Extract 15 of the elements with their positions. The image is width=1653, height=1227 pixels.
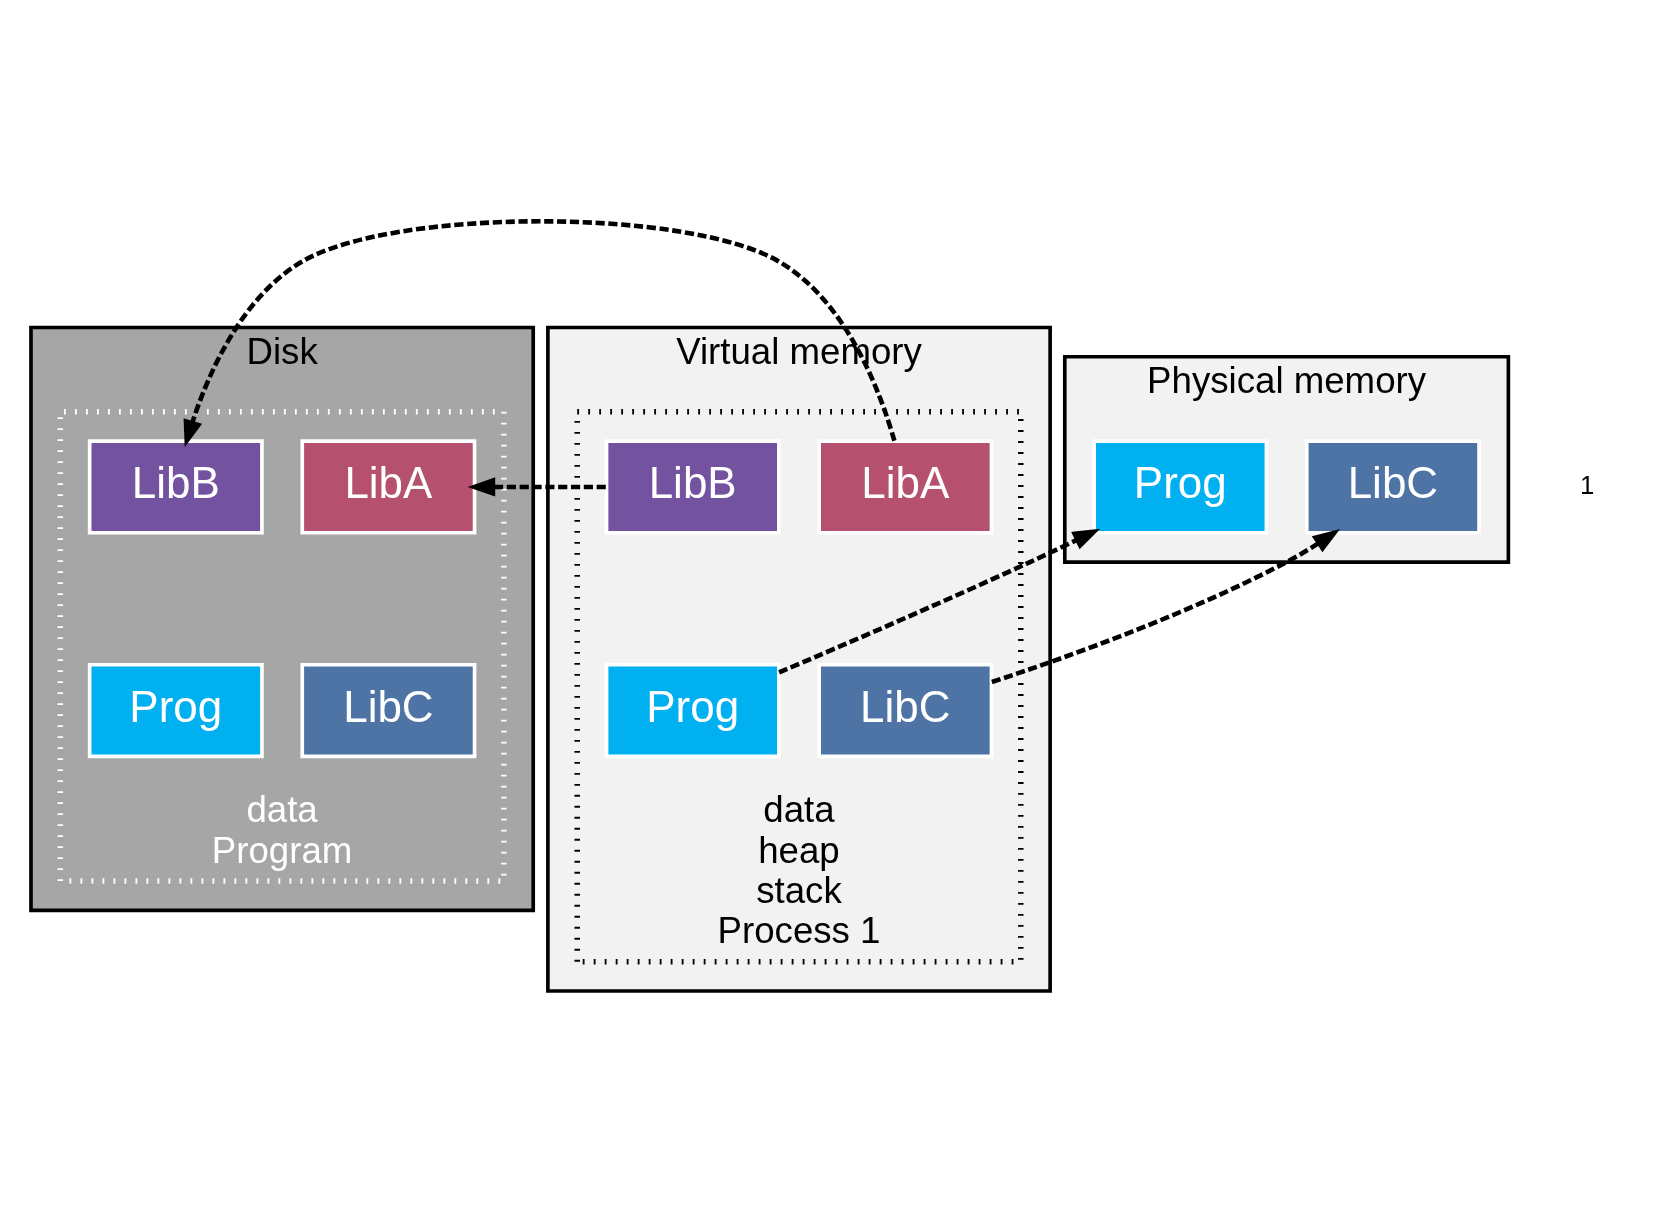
node-box: LibC: [1304, 439, 1481, 535]
node-box: LibB: [604, 439, 781, 535]
node-box: LibA: [300, 439, 477, 535]
node-box: LibC: [817, 662, 994, 759]
arrow: [467, 477, 606, 497]
arrow: [991, 529, 1341, 685]
node-box: LibA: [817, 439, 994, 535]
node-box: LibC: [300, 662, 477, 759]
node-box: Prog: [604, 662, 781, 759]
arrow: [183, 219, 897, 448]
node-box: Prog: [1092, 439, 1269, 535]
arrow: [778, 528, 1101, 675]
label: 1: [1580, 470, 1595, 499]
node-box: LibB: [87, 439, 264, 535]
node-box: Prog: [87, 662, 264, 759]
